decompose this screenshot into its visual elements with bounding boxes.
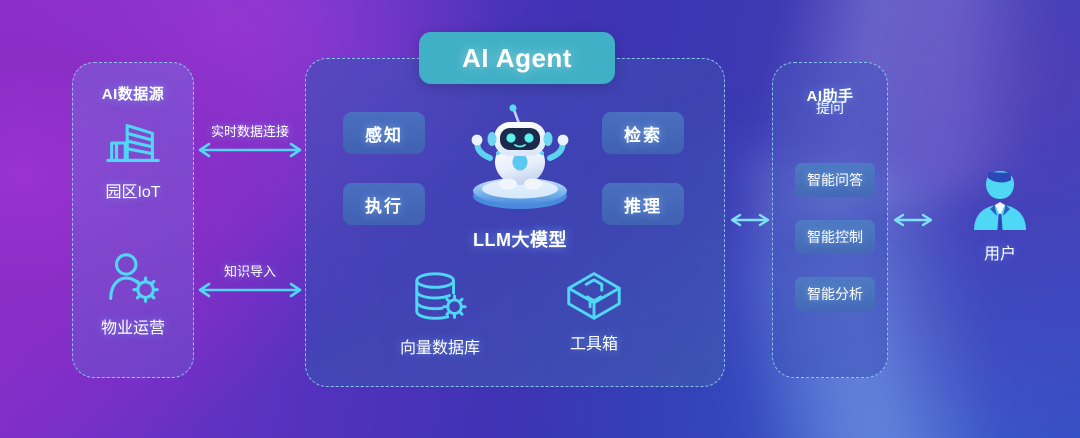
flow-label: 实时数据连接 xyxy=(210,124,289,139)
user-avatar-icon xyxy=(940,168,1060,236)
double-arrow-icon xyxy=(198,282,302,298)
node-label: 用户 xyxy=(983,246,1016,263)
ai-data-source-panel: AI数据源 xyxy=(72,62,194,378)
capability-execute[interactable]: 执行 xyxy=(343,183,425,225)
assistant-item-smart-analysis[interactable]: 智能分析 xyxy=(795,277,875,311)
capability-reason[interactable]: 推理 xyxy=(602,183,684,225)
assistant-item-smart-control[interactable]: 智能控制 xyxy=(795,220,875,254)
flow-label: 知识导入 xyxy=(223,264,276,279)
robot-mascot-icon xyxy=(462,96,578,214)
building-icon xyxy=(73,112,193,174)
node-park-iot[interactable]: 园区IoT xyxy=(73,112,193,202)
ai-assistant-title: AI助手 xyxy=(806,88,854,105)
toolbox-icon xyxy=(534,264,654,326)
double-arrow-icon xyxy=(198,142,302,158)
ai-agent-badge: AI Agent xyxy=(419,32,615,84)
node-property-operations[interactable]: 物业运营 xyxy=(73,248,193,338)
person-gear-icon xyxy=(73,248,193,310)
node-label: 物业运营 xyxy=(100,320,165,337)
ai-data-source-title: AI数据源 xyxy=(101,86,165,103)
assistant-item-smart-qa[interactable]: 智能问答 xyxy=(795,163,875,197)
node-toolbox[interactable]: 工具箱 xyxy=(534,264,654,354)
node-user[interactable]: 用户 xyxy=(940,168,1060,264)
node-label: 园区IoT xyxy=(105,184,161,201)
capability-perceive[interactable]: 感知 xyxy=(343,112,425,154)
ai-assistant-subtitle: 提问 xyxy=(816,100,844,116)
flow-agent-to-assistant xyxy=(727,206,773,230)
database-gear-icon xyxy=(380,268,500,330)
llm-model-label: LLM大模型 xyxy=(473,230,567,250)
flow-realtime-data-connection: 实时数据连接 xyxy=(195,112,305,160)
flow-knowledge-import: 知识导入 xyxy=(195,252,305,300)
node-label: 向量数据库 xyxy=(399,340,480,357)
node-label: 工具箱 xyxy=(569,336,618,353)
double-arrow-icon xyxy=(893,213,933,227)
node-vector-database[interactable]: 向量数据库 xyxy=(380,268,500,358)
flow-assistant-to-user xyxy=(890,206,936,230)
capability-retrieve[interactable]: 检索 xyxy=(602,112,684,154)
double-arrow-icon xyxy=(730,213,770,227)
